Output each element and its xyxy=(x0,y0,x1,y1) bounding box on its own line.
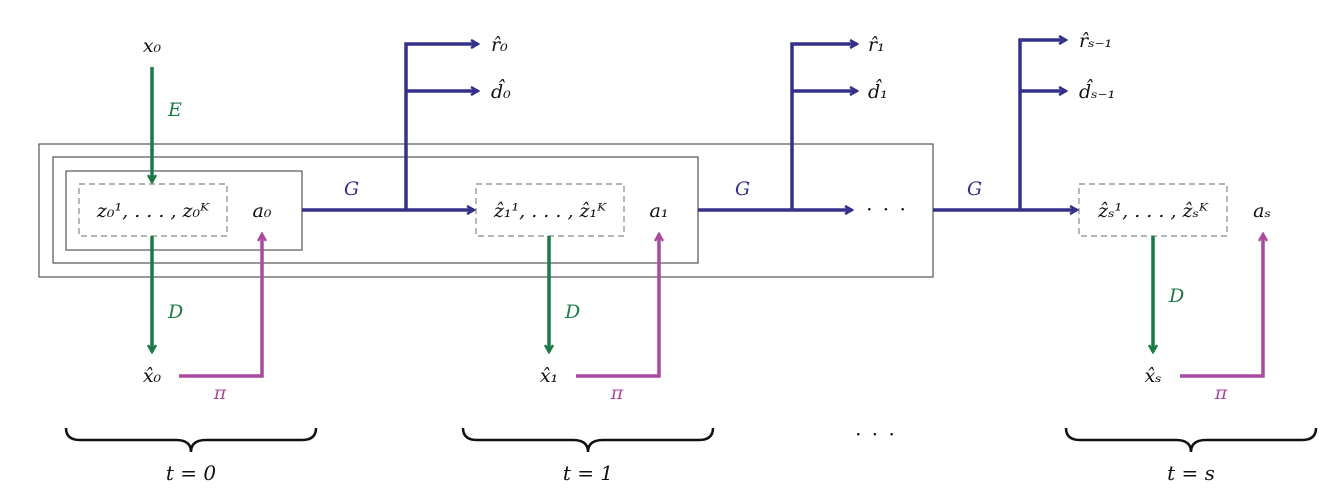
label-policy-1: π xyxy=(610,382,624,404)
ellipsis-bottom: · · · xyxy=(855,422,897,446)
latent-z1: ẑ₁¹, . . . , ẑ₁ᴷ xyxy=(493,200,607,222)
time-label-s: t = s xyxy=(1167,461,1215,485)
node-d1: d̂₁ xyxy=(868,78,888,103)
label-decoder-s: D xyxy=(1168,285,1184,307)
policy-arrow-0 xyxy=(179,234,262,378)
node-ds1: d̂ₛ₋₁ xyxy=(1079,78,1115,103)
latent-z0: z₀¹, . . . , z₀ᴷ xyxy=(96,200,210,222)
action-a1: a₁ xyxy=(650,200,669,222)
label-decoder-1: D xyxy=(564,301,580,323)
transition-branch-s xyxy=(1018,40,1066,210)
recon-x0: x̂₀ xyxy=(143,365,162,387)
policy-arrow-1 xyxy=(576,234,659,378)
label-transition-0: G xyxy=(344,178,359,200)
label-transition-1: G xyxy=(735,178,750,200)
policy-arrow-s xyxy=(1180,234,1263,378)
node-r1: r̂₁ xyxy=(868,34,885,56)
node-rs1: r̂ₛ₋₁ xyxy=(1079,30,1112,52)
transition-branch-1 xyxy=(790,44,857,210)
label-transition-s: G xyxy=(967,178,982,200)
latent-zs: ẑₛ¹, . . . , ẑₛᴷ xyxy=(1097,200,1209,222)
recon-xs: x̂ₛ xyxy=(1144,365,1161,387)
time-label-1: t = 1 xyxy=(563,461,613,485)
transition-branch-0 xyxy=(404,44,478,210)
time-label-0: t = 0 xyxy=(166,461,217,485)
label-policy-s: π xyxy=(1214,382,1228,404)
label-encoder: E xyxy=(167,99,182,121)
brace-t0 xyxy=(64,427,318,453)
node-x0: x₀ xyxy=(143,35,162,57)
label-policy-0: π xyxy=(213,382,227,404)
node-d0: d̂₀ xyxy=(491,78,511,103)
action-a0: a₀ xyxy=(253,200,272,222)
label-decoder-0: D xyxy=(167,301,183,323)
node-r0: r̂₀ xyxy=(491,34,508,56)
action-as: aₛ xyxy=(1253,200,1271,222)
ellipsis-middle: · · · xyxy=(866,197,908,221)
brace-ts xyxy=(1064,427,1318,453)
recon-x1: x̂₁ xyxy=(540,365,558,387)
brace-t1 xyxy=(461,427,715,453)
